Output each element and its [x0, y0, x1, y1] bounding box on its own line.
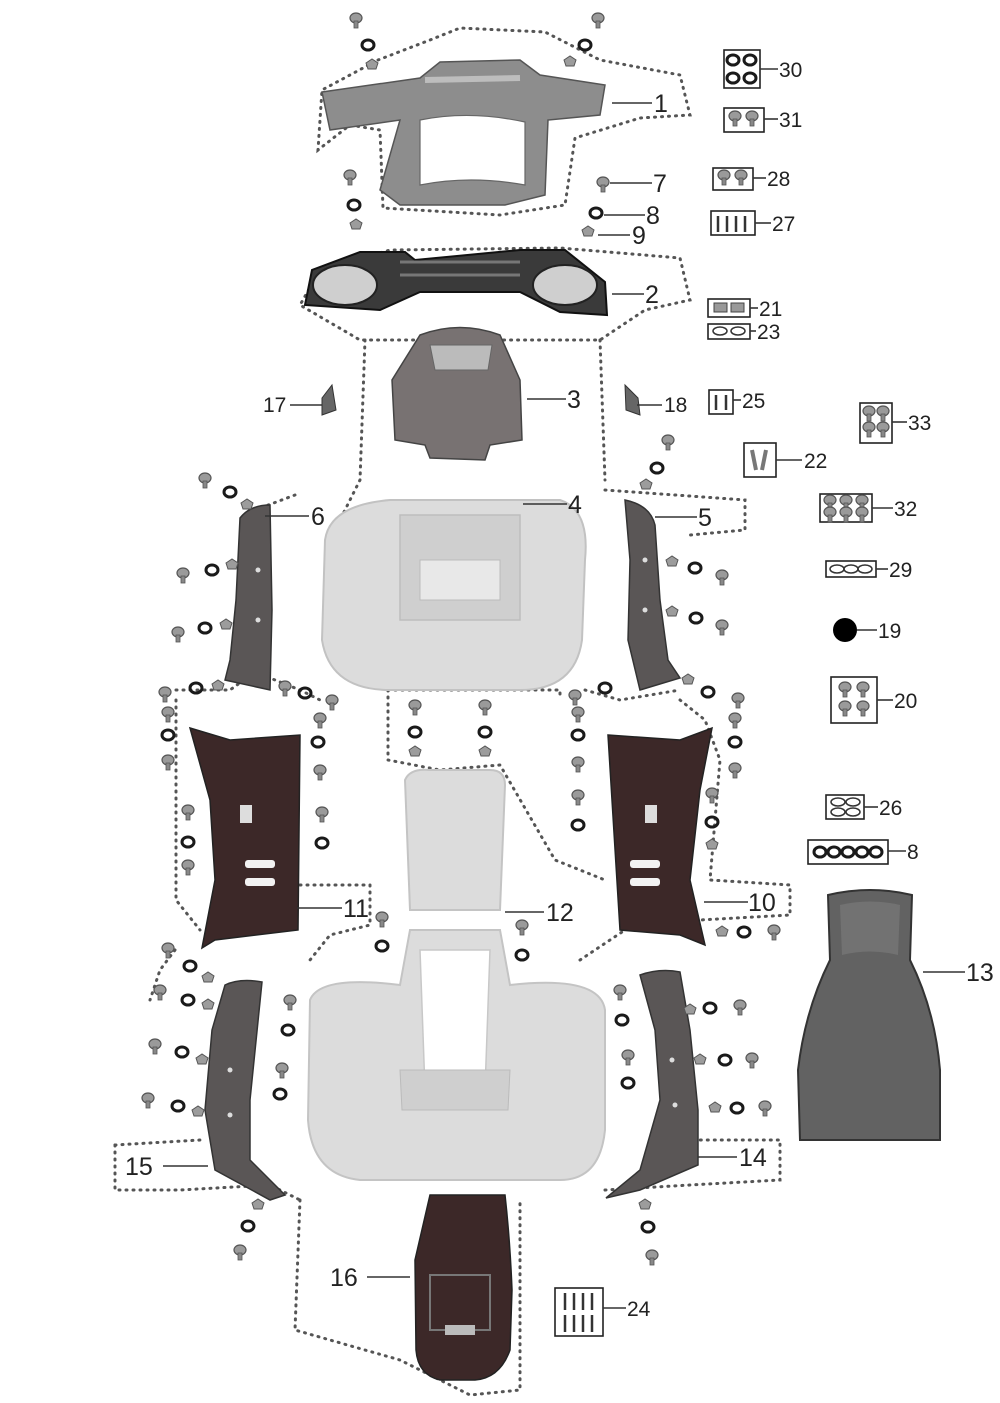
- label-24: 24: [627, 1298, 651, 1321]
- label-26: 26: [879, 797, 902, 820]
- part-16-rear-mudguard: [414, 1194, 513, 1381]
- part-6-left-front-side-panel: [224, 504, 273, 691]
- part-4-front-fender: [320, 499, 587, 691]
- part-17-left-reflector: [321, 383, 337, 416]
- label-3: 3: [567, 386, 581, 414]
- label-17: 17: [263, 394, 286, 417]
- part-10-right-footwell: [607, 726, 713, 947]
- label-6: 6: [311, 503, 325, 531]
- part-1-rack: [321, 59, 606, 206]
- part-13-seat: [796, 889, 941, 1141]
- label-30: 30: [779, 59, 802, 82]
- label-8-kit: 8: [907, 841, 919, 864]
- label-25: 25: [742, 390, 765, 413]
- label-1: 1: [654, 90, 668, 118]
- part-3-front-cover: [391, 326, 523, 461]
- part-14-right-rear-side-panel: [605, 969, 699, 1199]
- label-32: 32: [894, 498, 917, 521]
- assembly-guide-lines: [113, 26, 792, 1397]
- part-18-right-reflector: [624, 383, 641, 416]
- label-19: 19: [878, 620, 901, 643]
- label-22: 22: [804, 450, 827, 473]
- label-10: 10: [748, 889, 776, 917]
- label-4: 4: [568, 491, 582, 519]
- hardware-kit-boxes: [554, 49, 893, 1337]
- part-11-left-footwell: [188, 726, 301, 950]
- label-18: 18: [664, 394, 687, 417]
- label-23: 23: [757, 321, 780, 344]
- label-13: 13: [966, 959, 994, 987]
- part-5-right-front-side-panel: [624, 499, 682, 691]
- label-9: 9: [632, 222, 646, 250]
- part-12-rear-fender: [306, 768, 606, 1181]
- label-31: 31: [779, 109, 802, 132]
- part-15-left-rear-side-panel: [204, 979, 287, 1201]
- label-15: 15: [125, 1153, 153, 1181]
- label-11: 11: [343, 895, 369, 923]
- label-2: 2: [645, 281, 659, 309]
- label-20: 20: [894, 690, 917, 713]
- label-27: 27: [772, 213, 795, 236]
- label-5: 5: [698, 504, 712, 532]
- part-number-labels: 1 2 3 4 5 6 7 8 9 10 11 12 13 14 15 16 1…: [125, 59, 994, 1321]
- label-14: 14: [739, 1144, 767, 1172]
- label-16: 16: [330, 1264, 358, 1292]
- label-29: 29: [889, 559, 912, 582]
- label-28: 28: [767, 168, 790, 191]
- label-12: 12: [546, 899, 574, 927]
- label-33: 33: [908, 412, 931, 435]
- label-7: 7: [653, 170, 667, 198]
- part-2-headlight-panel: [303, 249, 609, 317]
- leader-lines: [163, 68, 965, 1309]
- label-8: 8: [646, 202, 660, 230]
- label-21: 21: [759, 298, 782, 321]
